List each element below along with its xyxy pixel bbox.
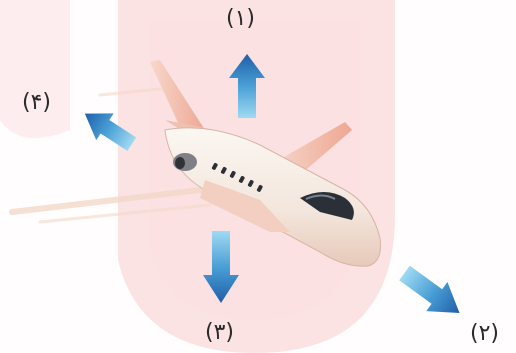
arrow-2-label: (۲) [470,323,499,345]
arrow-1-label: (۱) [226,8,255,30]
arrow-3-label: (۳) [205,322,234,344]
arrow-4-label: (۴) [22,92,51,114]
arrow-2-down-right [394,258,470,327]
